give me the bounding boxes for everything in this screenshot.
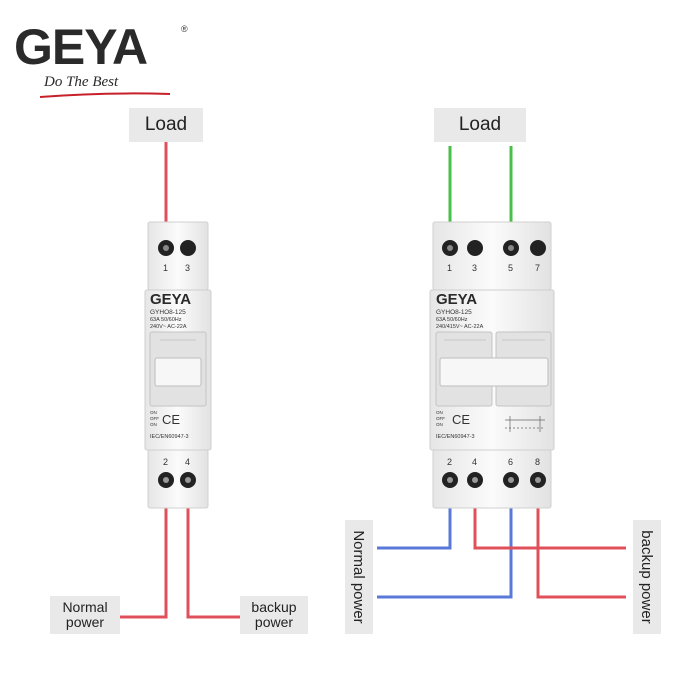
left-switch-device: GEYA GYHO8-125 63A 50/60Hz 240V~ AC-22A … [144, 221, 212, 509]
left-backup-power-label: backup power [240, 596, 308, 634]
left-terminal-2: 2 [163, 457, 168, 467]
right-device-mark-on-top: ON [436, 410, 443, 415]
right-backup-power-wire-8 [536, 480, 626, 599]
left-normal-power-line-1: Normal [62, 599, 108, 616]
right-terminal-4: 4 [472, 457, 477, 467]
left-normal-power-line-2: power [65, 614, 105, 630]
left-backup-power-line-1: backup [251, 599, 297, 616]
right-device-model: GYHO8-125 [436, 309, 472, 316]
left-normal-power-label: Normal power [50, 596, 120, 634]
right-switch-device: GEYA GYHO8-125 63A 50/60Hz 240/415V~ AC-… [429, 221, 555, 509]
right-device-brand: GEYA [436, 291, 477, 308]
left-device-brand: GEYA [150, 291, 191, 308]
left-device-mark-on-bottom: ON [150, 422, 157, 427]
left-device-model: GYHO8-125 [150, 309, 186, 316]
left-backup-power-line-2: power [254, 614, 294, 630]
right-terminal-6: 6 [508, 457, 513, 467]
left-device-rating: 63A 50/60Hz [150, 317, 182, 323]
logo-swoosh-icon [40, 92, 170, 98]
right-terminal-7: 7 [535, 263, 540, 273]
right-device-voltage: 240/415V~ AC-22A [436, 324, 484, 330]
right-device-rating: 63A 50/60Hz [436, 317, 468, 323]
left-terminal-1: 1 [163, 263, 168, 273]
right-load-label: Load [434, 108, 526, 142]
right-device-mark-on-bottom: ON [436, 422, 443, 427]
left-terminal-4: 4 [185, 457, 190, 467]
right-terminal-5: 5 [508, 263, 513, 273]
logo-tagline: Do The Best [44, 74, 119, 90]
right-device-standard: IEC/EN60947-3 [436, 434, 475, 440]
logo-brand: GEYA [14, 19, 148, 75]
left-normal-power-wire [120, 478, 168, 619]
left-device-voltage: 240V~ AC-22A [150, 324, 187, 330]
right-device-mark-off: OFF [436, 416, 445, 421]
left-load-label: Load [129, 108, 203, 142]
right-terminal-1: 1 [447, 263, 452, 273]
right-normal-power-wire-6 [377, 480, 513, 599]
right-terminal-2: 2 [447, 457, 452, 467]
left-device-mark-off: OFF [150, 416, 159, 421]
logo-registered: ® [181, 24, 188, 34]
left-device-standard: IEC/EN60947-3 [150, 434, 189, 440]
right-backup-power-label: backup power [633, 520, 661, 634]
geya-logo: GEYA ® Do The Best [14, 22, 204, 102]
circuit-symbol-icon [505, 416, 545, 432]
right-terminal-8: 8 [535, 457, 540, 467]
left-device-mark-on-top: ON [150, 410, 157, 415]
left-device-ce-mark: CE [162, 412, 180, 427]
left-terminal-3: 3 [185, 263, 190, 273]
left-backup-power-wire [186, 478, 240, 619]
right-terminal-3: 3 [472, 263, 477, 273]
right-device-ce-mark: CE [452, 412, 470, 427]
right-normal-power-label: Normal power [345, 520, 373, 634]
